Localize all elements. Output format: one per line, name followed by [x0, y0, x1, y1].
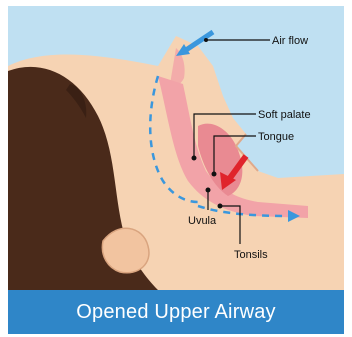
- caption-title: Opened Upper Airway: [76, 301, 275, 324]
- dot-tongue: [212, 172, 217, 177]
- dot-air-flow: [204, 38, 208, 42]
- dot-uvula: [206, 188, 211, 193]
- ear: [102, 228, 149, 273]
- label-soft-palate: Soft palate: [258, 109, 311, 121]
- label-tonsils: Tonsils: [234, 249, 268, 261]
- label-air-flow: Air flow: [272, 35, 308, 47]
- dot-soft-palate: [192, 156, 197, 161]
- airway-diagram: Air flow Soft palate Tongue Uvula Tonsil…: [8, 6, 344, 290]
- label-uvula: Uvula: [188, 215, 217, 227]
- dot-tonsils: [218, 204, 223, 209]
- label-tongue: Tongue: [258, 131, 294, 143]
- caption-bar: Opened Upper Airway: [8, 290, 344, 334]
